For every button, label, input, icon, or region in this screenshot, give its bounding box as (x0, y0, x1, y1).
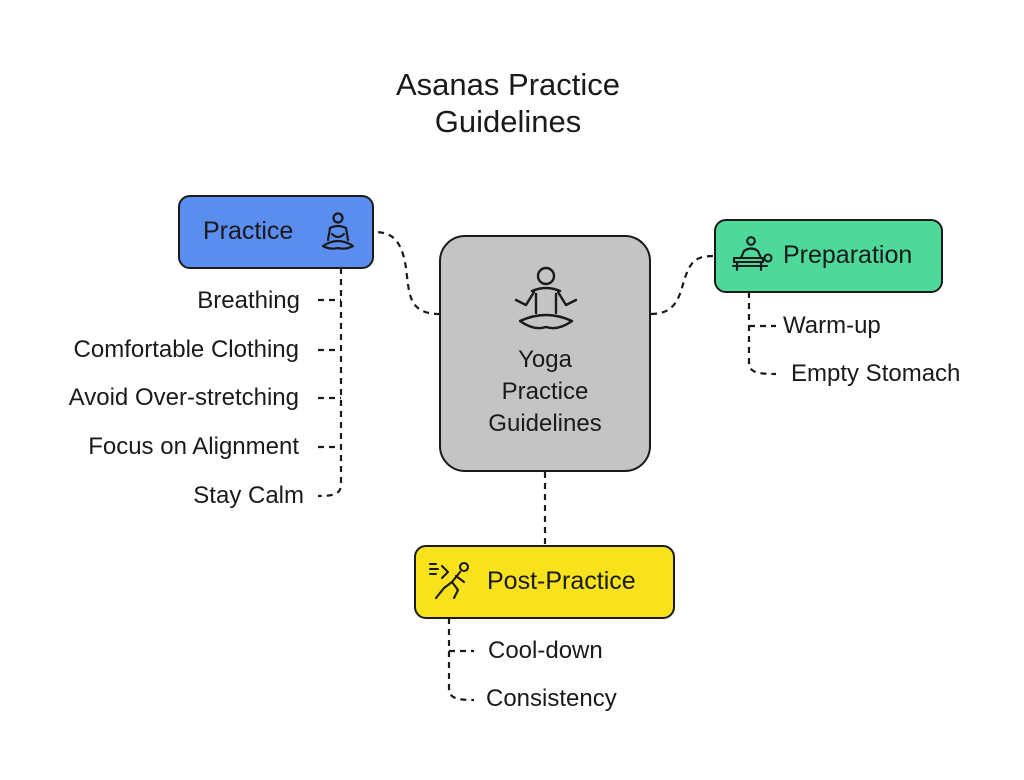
practice-node (178, 195, 374, 269)
post-practice-label: Post-Practice (487, 567, 636, 595)
connector-center-preparation (650, 254, 717, 316)
preparation-item-1: Warm-up (783, 312, 881, 339)
diagram-title: Asanas Practice Guidelines (358, 66, 658, 140)
practice-item-1: Breathing (197, 287, 300, 314)
practice-item-5: Stay Calm (193, 482, 304, 509)
post-tree-trunk (447, 618, 475, 702)
practice-label: Practice (203, 217, 294, 245)
stretching-person-icon (428, 561, 470, 600)
practice-item-3: Avoid Over-stretching (68, 384, 299, 411)
post-practice-item-2: Consistency (486, 685, 617, 712)
practice-item-2: Comfortable Clothing (73, 336, 299, 363)
title-line-1: Asanas Practice (396, 67, 620, 102)
center-label-line-2: Practice (501, 378, 589, 405)
center-node (439, 235, 651, 472)
center-label-line-1: Yoga (518, 346, 572, 373)
meditation-icon (514, 266, 578, 330)
post-practice-item-1: Cool-down (488, 637, 603, 664)
center-label: Yoga Practice Guidelines (439, 344, 651, 440)
preparation-label: Preparation (783, 241, 913, 269)
connector-center-practice (373, 230, 441, 316)
meditating-person-icon (321, 212, 355, 250)
post-practice-node (414, 545, 675, 619)
massage-table-icon (731, 236, 773, 272)
practice-item-4: Focus on Alignment (88, 433, 299, 460)
practice-tree-trunk (317, 268, 343, 498)
preparation-tree-trunk (747, 292, 777, 376)
preparation-item-2: Empty Stomach (791, 360, 961, 387)
title-line-2: Guidelines (434, 104, 582, 139)
center-label-line-3: Guidelines (488, 410, 602, 437)
preparation-node (714, 219, 943, 293)
